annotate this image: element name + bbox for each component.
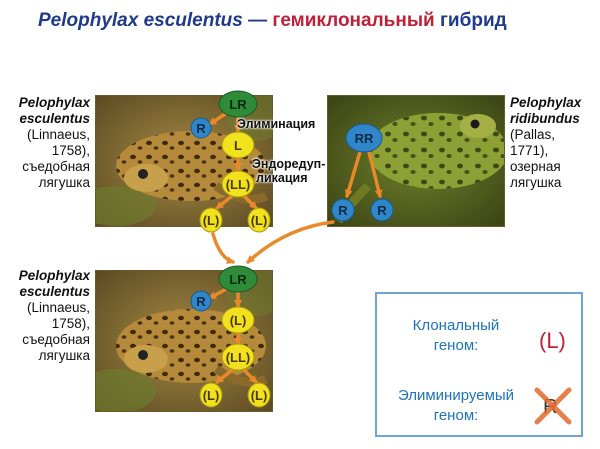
species-year: 1758), [51,143,90,158]
gamete-l-right-label: (L) [251,213,268,228]
legend-clonal-symbol: (L) [539,328,566,353]
genome-hybrid-label-bottom: LR [229,272,247,287]
arrow-gamete-l-to-hybrid [211,232,235,265]
arrow-gamete-r-to-hybrid [246,220,335,264]
gamete-r-right-label: R [377,203,387,218]
legend-box: Клональный геном: (L) Элиминируемый гено… [375,292,583,437]
species-common-2: лягушка [38,348,90,363]
species-epithet: ridibundus [510,111,580,126]
species-genus: Pelophylax [18,95,90,110]
species-author: (Linnaeus, [26,300,90,315]
legend-elim-line2: геном: [433,407,479,424]
gamete-l-left-label-bottom: (L) [203,388,220,403]
genome-l-label: L [234,138,242,153]
legend-elim-line1: Элиминируемый [397,387,515,404]
genome-ll-label-bottom: (LL) [226,350,251,365]
gamete-l-left-label: (L) [203,213,220,228]
arrow-ll-to-l-right-bottom [242,368,258,384]
genome-hybrid-circle [218,90,258,118]
species-author: (Linnaeus, [26,127,90,142]
gamete-l-left-bottom [199,382,223,408]
photo-ridibundus [327,95,505,227]
gamete-r-right [370,198,394,222]
genome-ridibundus-circle [345,123,383,153]
gamete-r-left-label: R [338,203,348,218]
species-epithet: esculentus [19,111,90,126]
species-common-1: съедобная [22,159,90,174]
title-rest: гибрид [440,10,507,31]
annotation-endoreduplication-1: Эндоредуп- [252,157,326,171]
species-genus: Pelophylax [18,268,90,283]
genome-hybrid-circle-bottom [218,265,258,293]
frog-image-ridibundus [328,96,504,226]
species-genus: Pelophylax [510,95,582,110]
arrow-ll-to-l-right [242,194,258,210]
legend-clonal-line1: Клональный [412,317,500,334]
species-year: 1758), [51,316,90,331]
gamete-l-right [247,207,271,233]
species-common-1: озерная [510,159,561,174]
species-epithet: esculentus [19,284,90,299]
legend-clonal-line2: геном: [433,337,479,354]
title-separator: — [248,10,268,31]
genome-l-circle-bottom [221,306,255,334]
species-common-1: съедобная [22,332,90,347]
genome-hybrid-label: LR [229,97,247,112]
genome-eliminated-circle [190,117,212,139]
genome-eliminated-label-bottom: R [196,294,206,309]
species-common-2: лягушка [510,175,562,190]
legend-elim-label: Элиминируемый геном: [381,386,531,426]
species-label-esculentus-top: Pelophylax esculentus (Linnaeus, 1758), … [10,95,90,191]
gamete-l-right-bottom [247,382,271,408]
title-species: Pelophylax esculentus [38,10,243,31]
gamete-r-left [331,198,355,222]
arrow-rr-to-r-right [367,150,383,198]
species-label-ridibundus: Pelophylax ridibundus (Pallas, 1771), оз… [510,95,595,191]
arrow-rr-to-r-left [344,150,362,198]
page-title: Pelophylax esculentus — гемиклональный г… [38,10,507,32]
annotation-elimination: Элиминация [237,117,316,131]
species-author: (Pallas, [510,127,556,142]
arrow-ll-to-l-left [215,194,234,210]
arrow-lr-to-r-bottom [208,286,230,300]
genome-l-label-bottom: (L) [230,313,247,328]
species-label-esculentus-bottom: Pelophylax esculentus (Linnaeus, 1758), … [10,268,90,364]
genome-eliminated-circle-bottom [190,290,212,312]
legend-cross-icon [534,387,572,425]
arrow-ll-to-l-left-bottom [215,368,234,384]
genome-ll-circle [221,170,255,198]
genome-eliminated-label: R [196,121,206,136]
genome-l-circle [221,131,255,159]
gamete-l-left [199,207,223,233]
species-year: 1771), [510,143,549,158]
genome-ll-circle-bottom [221,343,255,371]
annotation-endoreduplication-2: ликация [256,171,308,185]
species-common-2: лягушка [38,175,90,190]
genome-ll-label: (LL) [226,177,251,192]
title-highlight: гемиклональный [272,10,435,31]
legend-clonal-label: Клональный геном: [391,316,521,356]
gamete-l-right-label-bottom: (L) [251,388,268,403]
genome-ridibundus-label: RR [355,131,374,146]
